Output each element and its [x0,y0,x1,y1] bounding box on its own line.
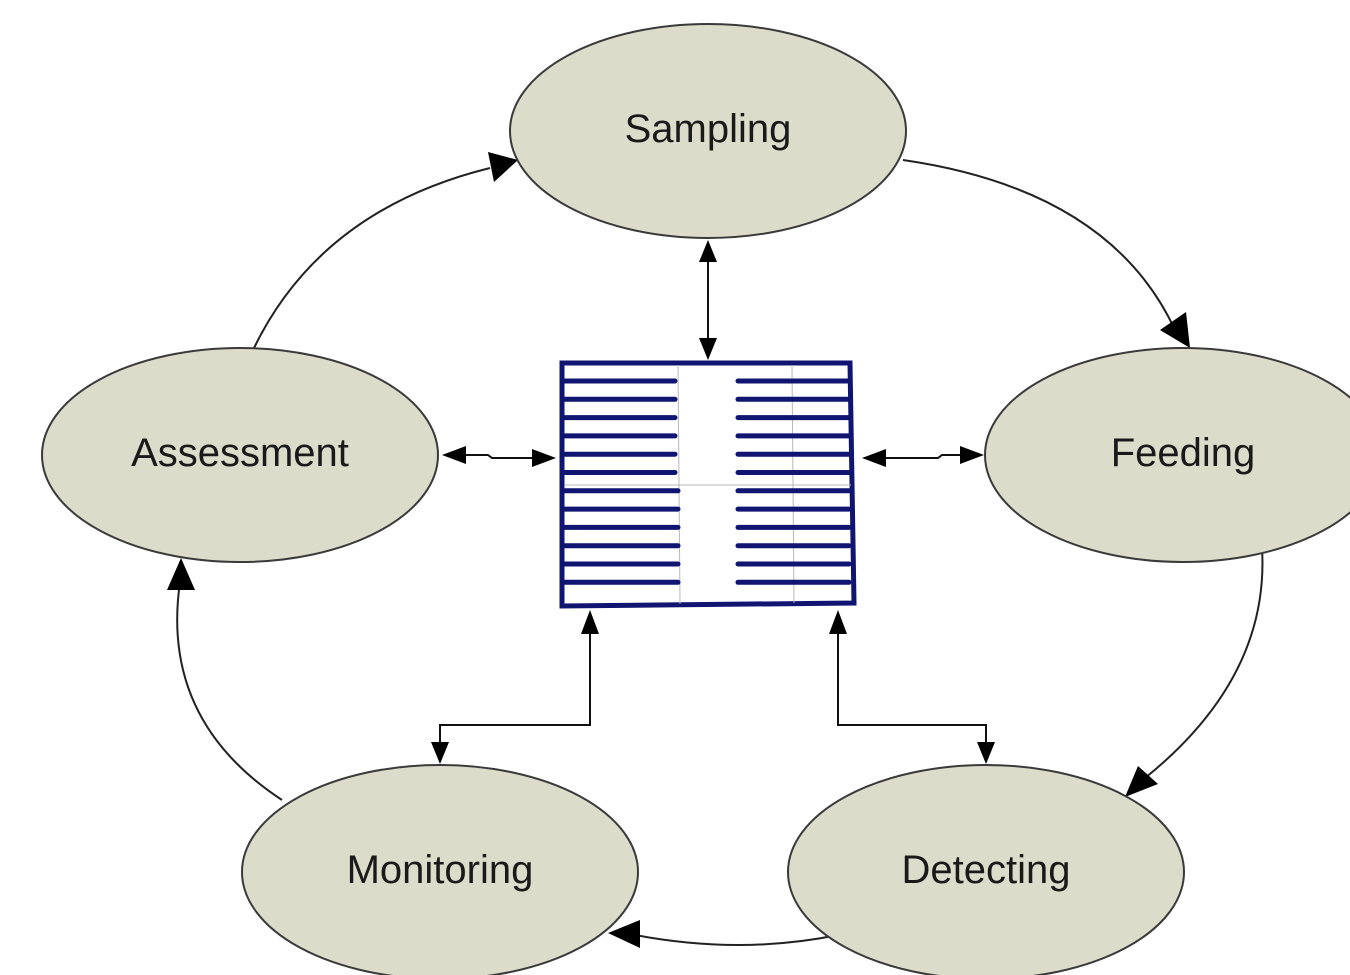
node-detecting: Detecting [787,764,1185,975]
arrowhead-sampling [488,152,518,182]
arrowhead-assessment [167,558,195,590]
node-feeding: Feeding [984,347,1350,563]
arrowhead-monitoring [608,920,640,948]
arrow-monitoring-to-assessment [176,581,283,801]
node-assessment: Assessment [41,347,439,563]
assessment-label: Assessment [131,431,349,475]
arrow-assessment-to-sampling [252,167,491,351]
arrowhead-right-chip-left [532,449,556,467]
arrowhead-down-chip-top [699,338,717,360]
cycle-arrows [167,152,1264,948]
monitoring-label: Monitoring [347,848,534,892]
center-links [431,240,995,764]
arrowhead-up-chip-bottom-right [829,610,847,634]
arrow-feeding-to-detecting [1139,547,1264,783]
arrowhead-down-monitoring [431,742,449,764]
link-assessment-chip [462,454,538,459]
arrowhead-left-chip-right [862,449,886,467]
detecting-ellipse [787,764,1185,975]
arrowhead-left-assessment [442,446,466,464]
sampling-ellipse [509,23,907,239]
arrowhead-detecting [1125,766,1158,797]
arrowhead-up-chip-bottom-left [581,610,599,634]
assessment-ellipse [41,347,439,563]
arrowhead-up-sampling [699,240,717,262]
node-sampling: Sampling [509,23,907,239]
interdigitated-electrode-sensor-icon [559,360,857,609]
link-chip-monitoring [439,632,591,745]
arrowhead-right-feeding [960,446,984,464]
monitoring-ellipse [241,764,639,975]
node-monitoring: Monitoring [241,764,639,975]
link-chip-detecting [837,632,987,745]
detecting-label: Detecting [902,848,1071,892]
feeding-label: Feeding [1111,431,1256,475]
arrow-sampling-to-feeding [902,159,1176,331]
arrowhead-down-detecting [977,742,995,764]
link-feeding-chip [883,454,962,459]
electrode-fingers [562,378,852,585]
feeding-ellipse [984,347,1350,563]
arrowhead-feeding [1160,312,1190,348]
sampling-label: Sampling [625,107,792,151]
arrow-detecting-to-monitoring [634,934,839,946]
